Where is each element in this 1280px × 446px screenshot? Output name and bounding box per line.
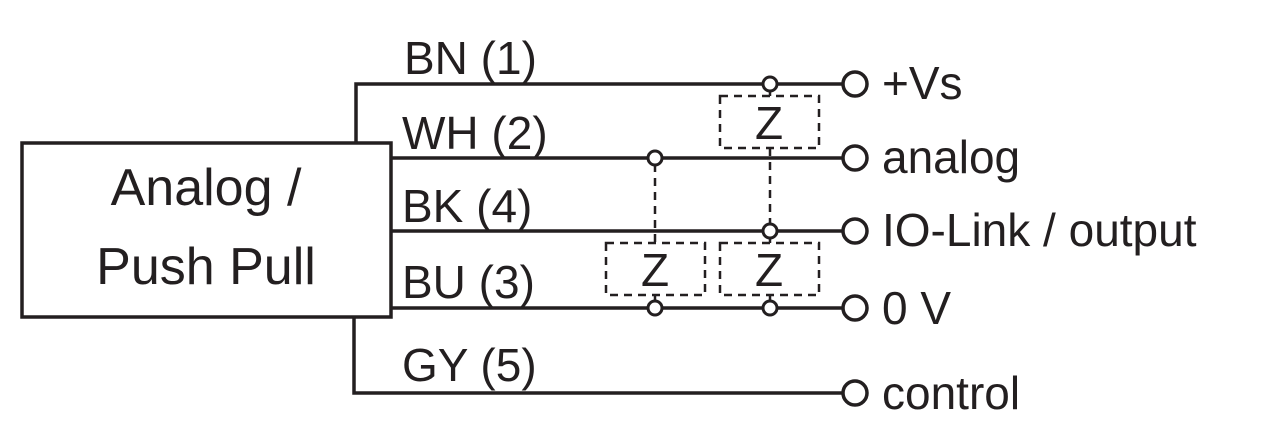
device-box — [20, 141, 393, 319]
terminal-label-control: control — [882, 367, 1020, 419]
wire-label-wh: WH (2) — [402, 107, 548, 159]
load-label-right: Z — [755, 244, 783, 296]
device-label-line2: Push Pull — [96, 238, 316, 296]
terminal-label-vs: +Vs — [882, 57, 963, 109]
terminal-io-link — [841, 217, 869, 245]
terminal-analog — [841, 144, 869, 172]
wire-label-bn: BN (1) — [404, 32, 537, 84]
terminal-control — [841, 379, 869, 407]
junction-dot-bn — [761, 75, 779, 93]
device-label-line1: Analog / — [111, 159, 302, 217]
terminal-label-analog: analog — [882, 131, 1020, 183]
wire-label-bu: BU (3) — [402, 256, 535, 308]
junction-dot-bu-right — [761, 299, 779, 317]
terminal-label-0v: 0 V — [882, 282, 951, 334]
wire-label-bk: BK (4) — [402, 180, 532, 232]
wire-label-gy: GY (5) — [402, 339, 537, 391]
junction-dot-wh — [646, 149, 664, 167]
terminal-0v — [841, 294, 869, 322]
junction-dot-bk — [761, 222, 779, 240]
terminal-label-io-link: IO-Link / output — [882, 204, 1197, 256]
junction-dot-bu-left — [646, 299, 664, 317]
load-box-top — [718, 94, 821, 150]
wire-gy — [352, 317, 843, 395]
wire-bn — [354, 82, 843, 143]
terminal-vs — [841, 70, 869, 98]
load-label-left: Z — [641, 244, 669, 296]
load-label-top: Z — [755, 97, 783, 149]
